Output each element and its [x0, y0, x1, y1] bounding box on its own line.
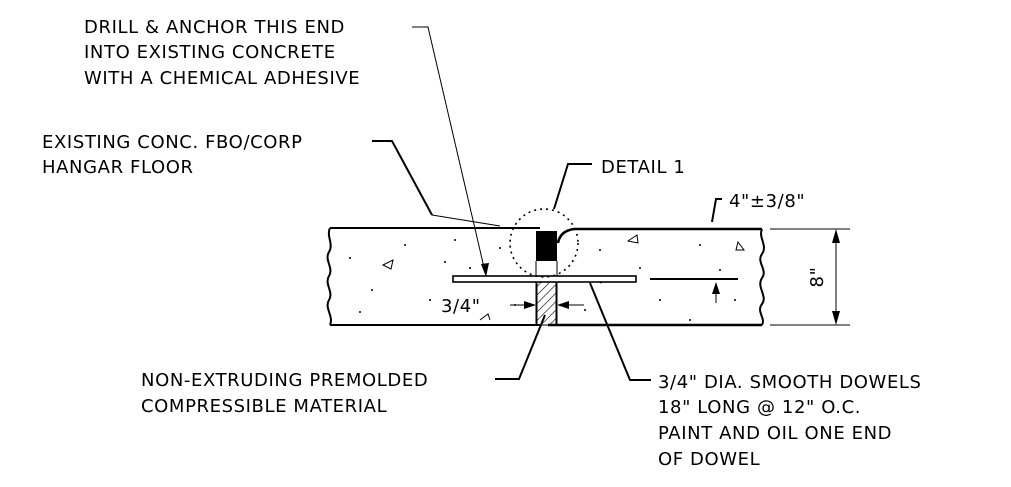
- joint-width-label: 3/4": [441, 296, 481, 317]
- filler-line-1: NON-EXTRUDING PREMOLDED: [141, 370, 428, 391]
- depth-dimension: [770, 228, 850, 326]
- detail-circle: [509, 208, 579, 278]
- drill-anchor-line-1: DRILL & ANCHOR THIS END: [84, 17, 345, 38]
- existing-floor-label: EXISTING CONC. FBO/CORP HANGAR FLOOR: [42, 132, 303, 178]
- leader-lines: [372, 26, 722, 381]
- filler-line-2: COMPRESSIBLE MATERIAL: [141, 396, 387, 417]
- slab-thickness-label: 4"±3/8": [729, 191, 805, 212]
- dowel-depth-tick: [712, 282, 720, 303]
- existing-floor-line-2: HANGAR FLOOR: [42, 157, 194, 178]
- dowels-label: 3/4" DIA. SMOOTH DOWELS 18" LONG @ 12" O…: [658, 372, 922, 470]
- new-slab: [548, 227, 765, 327]
- dowels-line-4: OF DOWEL: [658, 449, 760, 470]
- joint-width-dimension: [510, 301, 584, 309]
- joint-filler: [536, 281, 557, 326]
- detail-label: DETAIL 1: [601, 157, 685, 178]
- drill-anchor-line-3: WITH A CHEMICAL ADHESIVE: [84, 68, 360, 89]
- filler-label: NON-EXTRUDING PREMOLDED COMPRESSIBLE MAT…: [141, 370, 428, 417]
- dowels-line-3: PAINT AND OIL ONE END: [658, 423, 892, 444]
- drill-anchor-line-2: INTO EXISTING CONCRETE: [84, 42, 336, 63]
- dowels-line-2: 18" LONG @ 12" O.C.: [658, 397, 861, 418]
- drill-anchor-label: DRILL & ANCHOR THIS END INTO EXISTING CO…: [84, 17, 360, 89]
- existing-floor-line-1: EXISTING CONC. FBO/CORP: [42, 132, 303, 153]
- joint: [452, 208, 738, 326]
- depth-label: 8": [807, 267, 828, 288]
- dowel-bar: [452, 275, 637, 283]
- dowels-line-1: 3/4" DIA. SMOOTH DOWELS: [658, 372, 922, 393]
- joint-sealant: [536, 231, 557, 261]
- existing-slab: [326, 227, 540, 326]
